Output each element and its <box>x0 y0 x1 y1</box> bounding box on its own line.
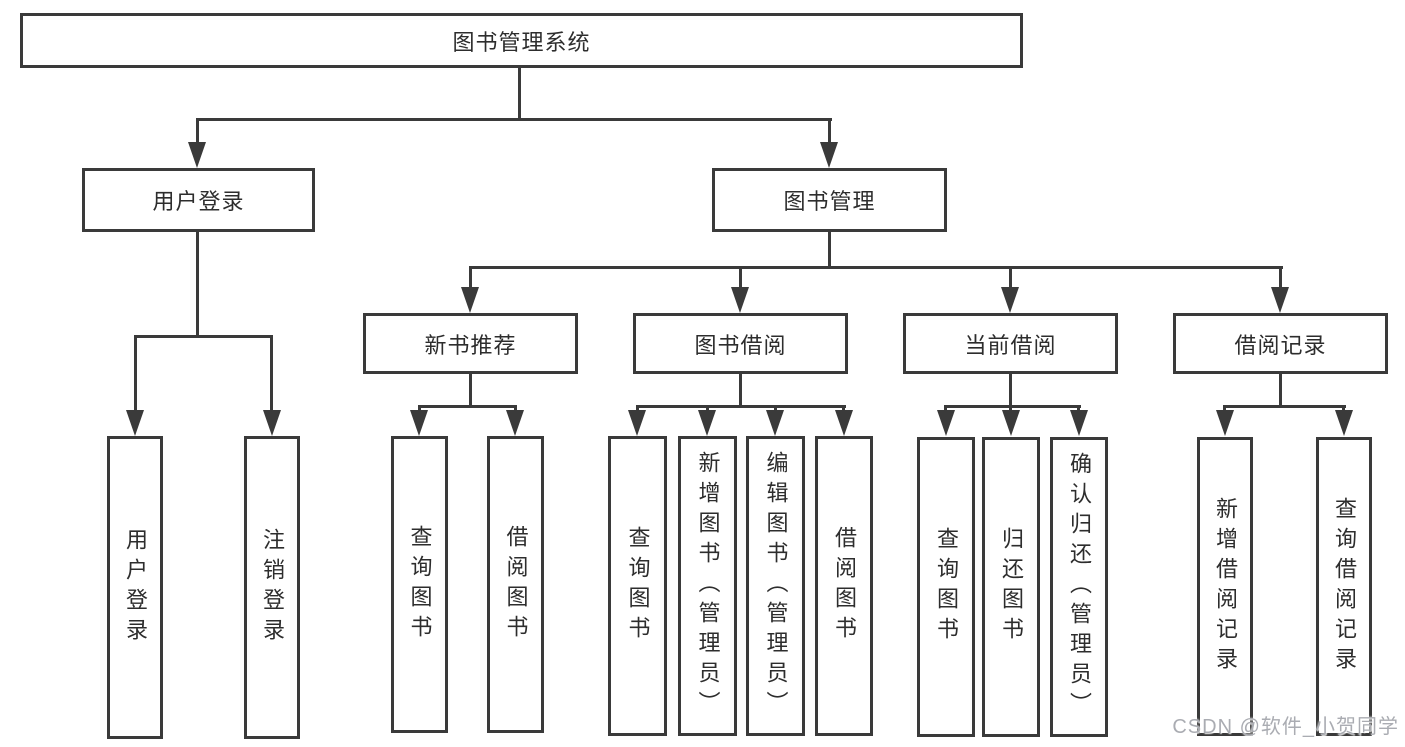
arrow-down <box>937 410 955 436</box>
node-library-system-label: 图书管理系统 <box>452 29 591 55</box>
arrow-down <box>461 287 479 313</box>
connector-line <box>469 266 1283 269</box>
leaf-add-borrow-record: 新增借阅记录 <box>1197 437 1253 736</box>
connector-line <box>1009 405 1012 414</box>
arrow-down <box>126 410 144 436</box>
node-book-borrowing-label: 图书借阅 <box>694 332 787 358</box>
arrow-down <box>263 410 281 436</box>
node-new-book-recommend: 新书推荐 <box>363 313 578 374</box>
connector-line <box>636 405 639 414</box>
leaf-return-books: 归还图书 <box>982 437 1040 737</box>
node-book-management: 图书管理 <box>712 168 947 232</box>
arrow-down <box>1271 287 1289 313</box>
arrow-down <box>188 142 206 168</box>
connector-line <box>418 405 517 408</box>
arrow-down <box>1216 410 1234 436</box>
connector-line <box>418 405 421 414</box>
connector-line <box>739 266 742 289</box>
connector-line <box>469 266 472 289</box>
arrow-down <box>1070 410 1088 436</box>
arrow-down <box>731 287 749 313</box>
connector-line <box>196 118 832 121</box>
node-user-login: 用户登录 <box>82 168 315 232</box>
connector-line <box>828 232 831 268</box>
node-user-login-label: 用户登录 <box>152 189 245 214</box>
leaf-borrowing-borrow-books: 借阅图书 <box>815 436 873 736</box>
connector-line <box>469 374 472 407</box>
leaf-query-borrow-record: 查询借阅记录 <box>1316 437 1372 736</box>
node-borrowing-records-label: 借阅记录 <box>1234 332 1327 358</box>
connector-line <box>1009 266 1012 289</box>
connector-line <box>196 232 199 337</box>
node-current-borrowing-label: 当前借阅 <box>964 332 1057 358</box>
connector-line <box>1342 405 1345 414</box>
connector-line <box>636 405 846 408</box>
leaf-current-query-books: 查询图书 <box>917 437 975 737</box>
leaf-confirm-return-admin: 确认归还（管理员） <box>1050 437 1108 737</box>
node-book-borrowing: 图书借阅 <box>633 313 848 374</box>
connector-line <box>1279 374 1282 407</box>
leaf-borrowing-query-books: 查询图书 <box>608 436 667 736</box>
node-current-borrowing: 当前借阅 <box>903 313 1118 374</box>
connector-line <box>944 405 947 414</box>
connector-line <box>774 405 777 414</box>
node-new-book-recommend-label: 新书推荐 <box>424 332 517 358</box>
connector-line <box>1223 405 1226 414</box>
arrow-down <box>1002 410 1020 436</box>
connector-line <box>1009 374 1012 407</box>
connector-line <box>1279 266 1282 289</box>
connector-line <box>134 335 137 412</box>
arrow-down <box>820 142 838 168</box>
arrow-down <box>1335 410 1353 436</box>
connector-line <box>1077 405 1080 414</box>
connector-line <box>842 405 845 414</box>
arrow-down <box>835 410 853 436</box>
arrow-down <box>698 410 716 436</box>
csdn-watermark: CSDN @软件_小贺同学 <box>1172 716 1399 738</box>
leaf-recommend-borrow-books: 借阅图书 <box>487 436 544 733</box>
leaf-add-book-admin: 新增图书（管理员） <box>678 436 737 736</box>
node-book-management-label: 图书管理 <box>783 189 876 214</box>
node-borrowing-records: 借阅记录 <box>1173 313 1388 374</box>
connector-line <box>739 374 742 407</box>
arrow-down <box>628 410 646 436</box>
arrow-down <box>506 410 524 436</box>
connector-line <box>514 405 517 414</box>
arrow-down <box>410 410 428 436</box>
connector-line <box>706 405 709 414</box>
connector-line <box>944 405 1081 408</box>
leaf-user-login: 用户登录 <box>107 436 163 739</box>
node-library-system: 图书管理系统 <box>20 13 1023 68</box>
connector-line <box>1223 405 1346 408</box>
leaf-recommend-query-books: 查询图书 <box>391 436 448 733</box>
connector-line <box>134 335 273 338</box>
arrow-down <box>766 410 784 436</box>
leaf-edit-book-admin: 编辑图书（管理员） <box>746 436 805 736</box>
connector-line <box>196 118 199 146</box>
arrow-down <box>1001 287 1019 313</box>
connector-line <box>828 118 831 146</box>
leaf-logout: 注销登录 <box>244 436 300 739</box>
connector-line <box>270 335 273 412</box>
connector-line <box>518 68 521 121</box>
